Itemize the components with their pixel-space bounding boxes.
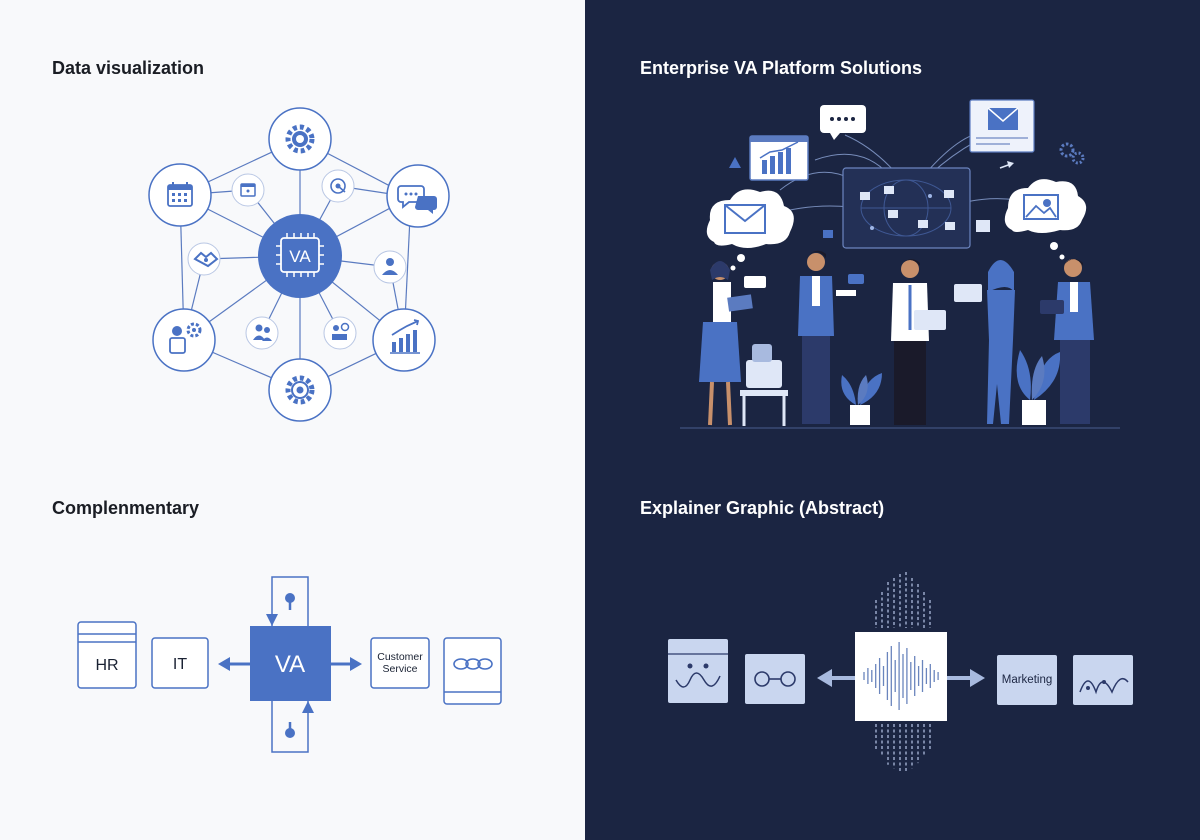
- node-chat: [386, 164, 450, 228]
- node-chart: [372, 308, 436, 372]
- chain-link-icon: [453, 658, 493, 670]
- inner-node-calendar: [231, 173, 265, 207]
- node-calendar: [148, 163, 212, 227]
- enterprise-illustration: [680, 99, 1120, 429]
- person-at-desk-icon: [169, 322, 202, 354]
- it-label: IT: [173, 656, 187, 673]
- marketing-label: Marketing: [1002, 674, 1053, 686]
- node-gear-top: [268, 107, 332, 171]
- target-icon: [330, 178, 346, 194]
- inner-node-handshake: [187, 242, 221, 276]
- network-diagram: VA: [148, 107, 450, 422]
- inner-node-user: [373, 250, 407, 284]
- inner-node-target: [321, 169, 355, 203]
- wave-box-left: [668, 639, 728, 703]
- department-flow-diagram: HR IT: [77, 576, 502, 753]
- link-box-dark: [745, 654, 805, 704]
- calendar-icon: [240, 183, 256, 197]
- chart-icon: [390, 319, 420, 354]
- handshake-icon: [193, 251, 219, 268]
- customer-service-box: Customer Service: [370, 637, 430, 689]
- node-person: [152, 308, 216, 372]
- va-center-label: VA: [289, 247, 311, 266]
- user-desk-icon: [332, 322, 350, 340]
- enterprise-title: Enterprise VA Platform Solutions: [640, 58, 923, 78]
- calendar-icon: [167, 182, 193, 207]
- hr-box: HR: [77, 621, 137, 689]
- person-man-center: [891, 259, 946, 425]
- world-map-screen: [842, 167, 971, 249]
- arrow-icon: [999, 161, 1014, 169]
- download-icon: [285, 722, 295, 738]
- it-box: IT: [151, 637, 209, 689]
- wave-box-right: [1073, 655, 1133, 705]
- robot-stool: [740, 344, 788, 426]
- gear-icon: [285, 124, 315, 154]
- va-box: VA: [250, 626, 331, 701]
- signal-dashes-top: [875, 572, 931, 628]
- inner-node-user-desk: [323, 316, 357, 350]
- person-man-tablet: [798, 250, 864, 424]
- complementary-title: Complenmentary: [52, 498, 200, 518]
- left-panel: Data visualization: [0, 0, 585, 840]
- person-woman-laptop: [699, 261, 766, 426]
- user-icon: [382, 258, 398, 275]
- gear-icon: [285, 375, 315, 405]
- plant-left: [841, 373, 882, 425]
- link-box: [443, 637, 502, 705]
- customer-service-label-line1: Customer: [377, 651, 423, 663]
- marketing-box: Marketing: [997, 655, 1057, 705]
- link-icon: [754, 671, 796, 687]
- cloud-image: [1004, 179, 1087, 260]
- explainer-arrow-left: [817, 669, 855, 687]
- team-icon: [253, 324, 272, 341]
- waveform-box: [855, 632, 947, 721]
- right-panel: Enterprise VA Platform Solutions: [585, 0, 1200, 840]
- bar-chart-icon: [762, 148, 791, 174]
- bottom-connector: [271, 701, 314, 753]
- signal-dashes-bottom: [875, 724, 931, 774]
- explainer-arrow-right: [947, 669, 985, 687]
- warning-icon: [729, 157, 741, 168]
- plant-right: [1016, 350, 1061, 425]
- arrow-left: [218, 657, 250, 671]
- video-icon: [976, 220, 990, 232]
- top-connector: [266, 576, 309, 626]
- arrow-right: [331, 657, 362, 671]
- gears-icon: [1059, 142, 1085, 165]
- customer-service-label-line2: Service: [382, 663, 417, 675]
- explainer-graphic: Marketing: [668, 572, 1133, 774]
- data-visualization-title: Data visualization: [52, 58, 205, 78]
- inner-node-team: [245, 316, 279, 350]
- email-window: [969, 99, 1035, 153]
- chip-icon: [276, 233, 324, 277]
- va-center-node: VA: [258, 214, 342, 298]
- upload-icon: [285, 593, 295, 610]
- chat-icon: [397, 185, 437, 214]
- chart-window: [749, 135, 809, 181]
- speech-bubble: [820, 105, 866, 140]
- explainer-title: Explainer Graphic (Abstract): [640, 498, 885, 518]
- waveform-bars: [863, 642, 939, 710]
- person-man-right: [1040, 259, 1094, 424]
- hr-label: HR: [95, 657, 118, 674]
- va-box-label: VA: [275, 651, 305, 678]
- node-gear-bottom: [268, 358, 332, 422]
- doc-icon: [823, 230, 833, 238]
- person-woman-right: [954, 260, 1015, 424]
- cloud-email: [706, 189, 794, 271]
